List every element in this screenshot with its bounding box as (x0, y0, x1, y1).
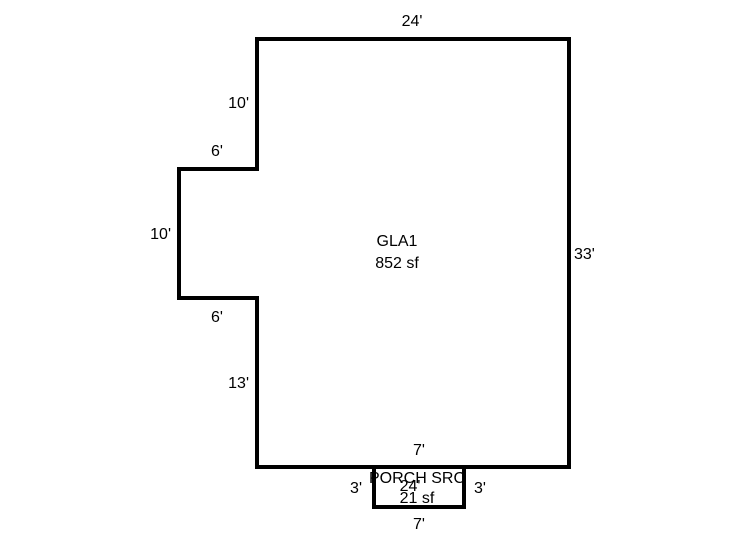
dimension-porch-left: 3' (350, 480, 362, 497)
dimension-bump-side: 10' (150, 226, 171, 243)
dimension-right: 33' (574, 246, 595, 263)
dimension-bump-bottom: 6' (211, 309, 223, 326)
dimension-left-lower: 13' (228, 375, 249, 392)
dimension-porch-right: 3' (474, 480, 486, 497)
porch-outline (372, 467, 466, 509)
dimension-porch-top: 7' (413, 442, 425, 459)
dimension-porch-bottom: 7' (413, 516, 425, 533)
dimension-bottom: 24' (400, 478, 421, 495)
gla1-name: GLA1 (377, 233, 418, 250)
dimension-top: 24' (402, 13, 423, 30)
dimension-left-upper: 10' (228, 95, 249, 112)
gla1-outline (177, 37, 571, 469)
gla1-area: 852 sf (375, 255, 419, 272)
porch-name: PORCH SRC (369, 470, 465, 487)
dimension-bump-top: 6' (211, 143, 223, 160)
porch-area: 21 sf (400, 490, 435, 507)
